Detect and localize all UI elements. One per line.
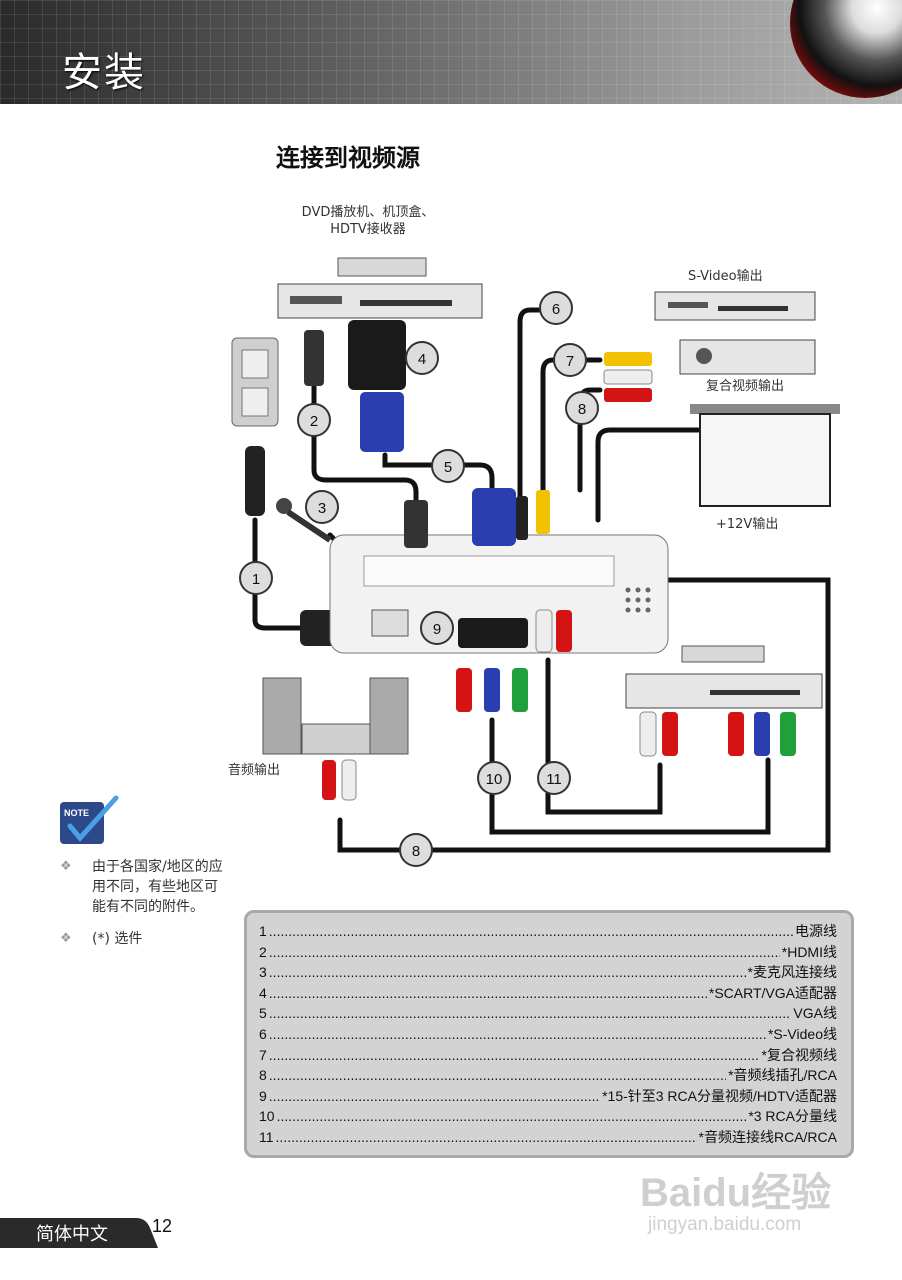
svg-text:2: 2 — [310, 413, 318, 430]
footer-language: 简体中文 — [36, 1224, 108, 1245]
hdmi-cable — [311, 382, 419, 508]
stereo-system — [262, 677, 409, 801]
dvd-source-label: DVD播放机、机顶盒、 HDTV接收器 — [301, 205, 435, 237]
legend-row: 8*音频线插孔/RCA — [259, 1065, 837, 1086]
rca-audio-plugs-projector — [535, 609, 572, 653]
svg-text:1: 1 — [252, 571, 260, 588]
watermark-url: jingyan.baidu.com — [648, 1214, 802, 1235]
legend-row: 3*麦克风连接线 — [259, 962, 837, 983]
callout-1: 1 — [239, 561, 273, 595]
svg-text:7: 7 — [566, 353, 574, 370]
bullet-icon: ❖ — [60, 859, 72, 874]
legend-row: 6*S-Video线 — [259, 1024, 837, 1045]
svg-text:8: 8 — [578, 401, 586, 418]
wall-outlet — [231, 337, 279, 427]
section-title: 连接到视频源 — [276, 144, 420, 172]
microphone — [276, 498, 332, 543]
legend-row: 11*音频连接线RCA/RCA — [259, 1127, 837, 1148]
svg-text:5: 5 — [444, 459, 452, 476]
note-icon-graphic: NOTE — [60, 795, 119, 844]
audio-rca-cable — [545, 657, 663, 815]
callout-8-top: 8 — [565, 391, 599, 425]
svg-text:8: 8 — [412, 843, 420, 860]
svg-text:11: 11 — [546, 771, 562, 788]
chapter-title: 安装 — [62, 50, 146, 96]
svg-text:NOTE: NOTE — [64, 808, 89, 818]
scart-adapter — [348, 320, 406, 452]
legend-row: 7*复合视频线 — [259, 1045, 837, 1066]
callout-7: 7 — [553, 343, 587, 377]
callout-8-bottom: 8 — [399, 833, 433, 867]
cable-legend: 1电源线 2*HDMI线 3*麦克风连接线 4*SCART/VGA适配器 5VG… — [244, 910, 854, 1158]
component-cable — [489, 717, 771, 835]
header-banner: 安装 — [0, 0, 902, 104]
hdmi-plug-top — [304, 330, 324, 386]
legend-row: 1电源线 — [259, 921, 837, 942]
connection-diagram: 1 2 3 4 5 6 7 8 8 9 10 11 NOTE — [60, 257, 840, 867]
callout-11: 11 — [537, 761, 571, 795]
vga-to-rca-adapter — [456, 618, 528, 712]
audio-out-cable — [337, 577, 831, 853]
footer-tab — [0, 1218, 158, 1248]
page-number: 12 — [152, 1216, 173, 1236]
legend-row: 10*3 RCA分量线 — [259, 1106, 837, 1127]
projection-screen — [690, 404, 840, 507]
composite-cable — [540, 357, 603, 498]
rca-plugs-composite — [603, 352, 653, 402]
vga-plug — [472, 488, 516, 546]
composite-source-device — [679, 339, 816, 375]
callout-6: 6 — [539, 291, 573, 325]
svideo-plug — [516, 496, 528, 540]
callout-9: 9 — [420, 611, 454, 645]
svg-text:4: 4 — [418, 351, 426, 368]
svg-text:3: 3 — [318, 500, 326, 517]
svg-text:6: 6 — [552, 301, 560, 318]
vga-cable — [382, 452, 495, 493]
svideo-cable — [517, 307, 563, 508]
note-item: ❖ (*) 选件 — [60, 931, 143, 947]
dvd-player-top — [277, 257, 483, 319]
svg-text:9: 9 — [433, 621, 441, 638]
callout-2: 2 — [297, 403, 331, 437]
hdmi-plug-projector — [404, 500, 428, 548]
watermark-brand: Baidu经验 — [640, 1171, 832, 1215]
audio-out-label: 音频输出 — [228, 763, 281, 778]
screen-12v-cable — [595, 427, 701, 523]
dvd-player-bottom — [625, 645, 823, 757]
callout-markers: 1 2 3 4 5 6 7 8 8 9 10 11 — [239, 291, 599, 867]
svg-text:10: 10 — [486, 771, 503, 788]
legend-row: 4*SCART/VGA适配器 — [259, 983, 837, 1004]
power-cable — [252, 517, 303, 631]
composite-plug — [536, 490, 550, 534]
banner-grid-pattern — [0, 0, 902, 104]
note-item: ❖ 由于各国家/地区的应用不同，有些地区可能有不同的附件。 — [60, 859, 223, 915]
svideo-source-device — [654, 291, 816, 321]
bullet-icon: ❖ — [60, 931, 72, 946]
legend-row: 9*15-针至3 RCA分量视频/HDTV适配器 — [259, 1086, 837, 1107]
legend-row: 5VGA线 — [259, 1003, 837, 1024]
legend-row: 2*HDMI线 — [259, 942, 837, 963]
callout-5: 5 — [431, 449, 465, 483]
callout-4: 4 — [405, 341, 439, 375]
callout-3: 3 — [305, 490, 339, 524]
composite-out-label: 复合视频输出 — [706, 379, 785, 394]
v12-out-label: +12V输出 — [716, 517, 779, 532]
note-list: ❖ 由于各国家/地区的应用不同，有些地区可能有不同的附件。 ❖ (*) 选件 — [60, 857, 230, 961]
callout-10: 10 — [477, 761, 511, 795]
svideo-out-label: S-Video输出 — [688, 269, 763, 284]
